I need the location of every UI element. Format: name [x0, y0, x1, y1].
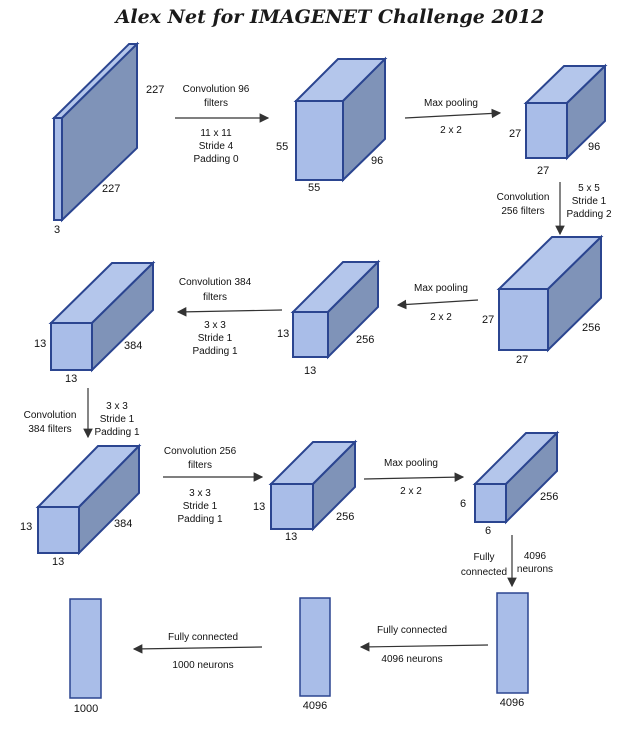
conv4-volume — [35, 443, 142, 556]
input-width-label: 227 — [102, 183, 120, 195]
conv5-width-label: 13 — [285, 531, 297, 543]
conv4-height-label: 13 — [20, 521, 32, 533]
input-height-label: 227 — [146, 84, 164, 96]
conv5-label-1: Convolution 256 — [164, 446, 237, 457]
conv2-width-label: 27 — [516, 354, 528, 366]
conv5-channel-label: 256 — [336, 511, 354, 523]
fc1-layer — [496, 592, 529, 694]
pool2-label-2: 2 x 2 — [430, 312, 452, 323]
conv3-width-label: 13 — [65, 373, 77, 385]
conv4-label-5: Padding 1 — [94, 427, 139, 438]
pool1-width-label: 27 — [537, 165, 549, 177]
pool1-channel-label: 96 — [588, 141, 600, 153]
conv5-height-label: 13 — [253, 501, 265, 513]
conv3-volume — [48, 260, 156, 373]
pool2-volume — [290, 259, 381, 360]
pool1-volume — [523, 63, 608, 161]
conv4-label-1: Convolution — [24, 410, 77, 421]
conv4-label-3: 3 x 3 — [106, 401, 128, 412]
pool1-label-1: Max pooling — [424, 98, 478, 109]
conv5-label-2: filters — [188, 460, 212, 471]
conv4-label-4: Stride 1 — [100, 414, 135, 425]
conv1-label-5: Padding 0 — [193, 154, 238, 165]
pool1-height-label: 27 — [509, 128, 521, 140]
conv5-label-5: Padding 1 — [177, 514, 222, 525]
conv5-label-3: 3 x 3 — [189, 488, 211, 499]
pool1-label-2: 2 x 2 — [440, 125, 462, 136]
conv2-channel-label: 256 — [582, 322, 600, 334]
pool2-height-label: 13 — [277, 328, 289, 340]
fc1-label-4: neurons — [517, 564, 553, 575]
conv2-height-label: 27 — [482, 314, 494, 326]
conv2-label-5: Padding 2 — [566, 209, 611, 220]
input-channel-label: 3 — [54, 224, 60, 236]
conv4-label-2: 384 filters — [28, 424, 71, 435]
conv5-label-4: Stride 1 — [183, 501, 218, 512]
pool2-arrow — [396, 299, 479, 310]
conv2-label-4: Stride 1 — [572, 196, 607, 207]
conv1-label-3: 11 x 11 — [200, 128, 232, 139]
conv4-width-label: 13 — [52, 556, 64, 568]
conv3-label-4: Stride 1 — [198, 333, 233, 344]
fc2-label-2: 4096 neurons — [381, 654, 442, 665]
fc3-label-2: 1000 neurons — [172, 660, 233, 671]
conv1-height-label: 55 — [276, 141, 288, 153]
conv2-label-2: 256 filters — [501, 206, 544, 217]
conv3-label-3: 3 x 3 — [204, 320, 226, 331]
diagram-title: Alex Net for IMAGENET Challenge 2012 — [114, 6, 545, 28]
conv4-channel-label: 384 — [114, 518, 132, 530]
input-volume — [51, 41, 140, 223]
pool3-volume — [472, 430, 560, 525]
fc1-label-3: 4096 — [524, 551, 547, 562]
fc2-label-1: Fully connected — [377, 625, 447, 636]
conv1-label-4: Stride 4 — [199, 141, 234, 152]
pool3-label-2: 2 x 2 — [400, 486, 422, 497]
pool3-arrow — [363, 472, 465, 482]
fc3-label-1: Fully connected — [168, 632, 238, 643]
pool1-arrow — [404, 108, 502, 119]
pool2-label-1: Max pooling — [414, 283, 468, 294]
conv2-label-3: 5 x 5 — [578, 183, 600, 194]
conv1-width-label: 55 — [308, 182, 320, 194]
fc2-layer — [299, 597, 331, 697]
conv3-height-label: 13 — [34, 338, 46, 350]
fc1-label-2: connected — [461, 567, 507, 578]
fc1-label-1: Fully — [473, 552, 494, 563]
pool3-height-label: 6 — [460, 498, 466, 510]
conv1-label-2: filters — [204, 98, 228, 109]
fc3-arrow — [132, 644, 263, 654]
conv2-volume — [496, 234, 604, 353]
pool3-width-label: 6 — [485, 525, 491, 537]
conv3-channel-label: 384 — [124, 340, 142, 352]
conv3-label-2: filters — [203, 292, 227, 303]
fc3-layer — [69, 598, 102, 699]
conv1-channel-label: 96 — [371, 155, 383, 167]
conv1-label-1: Convolution 96 — [183, 84, 250, 95]
fc1-neurons-label: 4096 — [500, 697, 524, 709]
conv3-label-5: Padding 1 — [192, 346, 237, 357]
conv5-volume — [268, 439, 358, 532]
pool2-width-label: 13 — [304, 365, 316, 377]
pool2-channel-label: 256 — [356, 334, 374, 346]
pool3-label-1: Max pooling — [384, 458, 438, 469]
conv3-label-1: Convolution 384 — [179, 277, 252, 288]
conv2-label-1: Convolution — [497, 192, 550, 203]
pool3-channel-label: 256 — [540, 491, 558, 503]
conv1-volume — [293, 56, 388, 183]
fc2-neurons-label: 4096 — [303, 700, 327, 712]
conv3-arrow — [176, 307, 283, 317]
fc3-neurons-label: 1000 — [74, 703, 98, 715]
fc2-arrow — [359, 642, 489, 652]
